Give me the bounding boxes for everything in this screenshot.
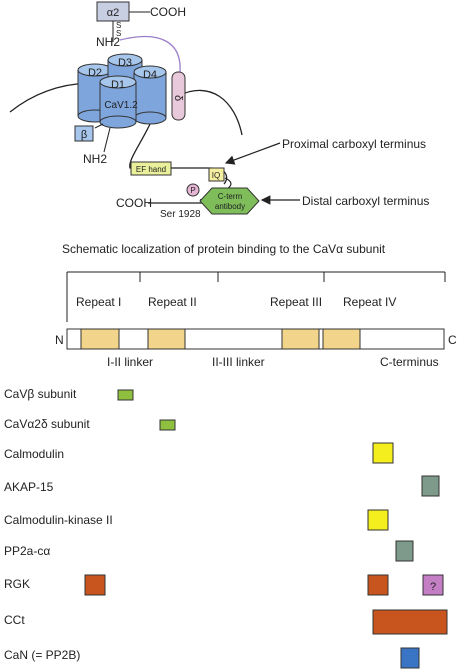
nh2-bottom-label: NH2 xyxy=(83,152,107,166)
binding-mark-2a xyxy=(372,442,394,464)
cooh-top-label: COOH xyxy=(150,5,186,19)
ef-hand-label: EF hand xyxy=(136,165,166,174)
binding-mark-1a xyxy=(159,419,176,431)
phospho-label: P xyxy=(190,186,195,195)
phospho-site xyxy=(186,183,200,197)
linker-2: II-III linker xyxy=(212,355,265,369)
cterm-antibody-line1: C-term xyxy=(218,192,243,201)
delta-subunit xyxy=(171,71,186,121)
proximal-arrow xyxy=(224,142,281,165)
d4-label: D4 xyxy=(143,69,157,81)
binding-label-8: CaN (= PP2B) xyxy=(4,648,80,662)
ef-hand-box xyxy=(130,161,172,176)
binding-label-4: Calmodulin-kinase II xyxy=(4,513,113,527)
schematic-title: Schematic localization of protein bindin… xyxy=(62,242,386,256)
alpha2-label: α2 xyxy=(107,7,119,19)
rgk-unknown-marker: ? xyxy=(430,581,436,593)
linker-1: I-II linker xyxy=(107,355,153,369)
domain-d1 xyxy=(99,75,137,129)
binding-mark-6c xyxy=(422,574,444,596)
channel-cartoon: α2 COOH S S NH2 δ D2 D3 D4 xyxy=(9,1,429,220)
binding-mark-7a xyxy=(372,609,448,635)
cooh-bottom-label: COOH xyxy=(116,196,152,210)
cav-label: CaV1.2 xyxy=(104,100,138,111)
protein-bar xyxy=(66,328,445,350)
repeat-2: Repeat II xyxy=(148,295,197,309)
repeat-1: Repeat I xyxy=(76,295,121,309)
binding-label-0: CaVβ subunit xyxy=(4,387,77,401)
ser-label: Ser 1928 xyxy=(160,209,201,220)
cterm-antibody-line2: antibody xyxy=(215,202,245,211)
repeat-block-2 xyxy=(147,328,186,350)
binding-mark-3a xyxy=(421,475,440,497)
cterm-antibody xyxy=(199,187,260,215)
iq-box xyxy=(208,167,225,182)
beta-subunit xyxy=(74,125,94,142)
repeat-block-4 xyxy=(322,328,361,350)
repeat-4: Repeat IV xyxy=(343,295,396,309)
domain-d4 xyxy=(133,65,167,125)
binding-mark-6a xyxy=(84,574,106,596)
binding-label-7: CCt xyxy=(4,613,25,627)
binding-label-5: PP2a-cα xyxy=(4,544,50,558)
binding-mark-0a xyxy=(117,389,134,401)
binding-label-1: CaVα2δ subunit xyxy=(4,417,90,431)
repeat-block-1 xyxy=(80,328,120,350)
delta-tether xyxy=(119,35,181,73)
d1-label: D1 xyxy=(111,79,125,91)
binding-mark-4a xyxy=(367,509,389,531)
disulfide-s2: S xyxy=(116,29,121,38)
delta-label: δ xyxy=(172,95,184,101)
d3-label: D3 xyxy=(118,57,132,69)
binding-mark-6b xyxy=(367,574,389,596)
binding-label-6: RGK xyxy=(4,577,30,591)
repeat-block-3 xyxy=(281,328,320,350)
iq-label: IQ xyxy=(212,171,220,180)
c-terminus-label: C xyxy=(448,333,457,347)
nh2-top-label: NH2 xyxy=(96,35,120,49)
proximal-label: Proximal carboxyl terminus xyxy=(282,137,426,151)
binding-rows: CaVβ subunit CaVα2δ subunit Calmodulin A… xyxy=(4,387,448,669)
disulfide-s1: S xyxy=(116,21,121,30)
repeat-3: Repeat III xyxy=(270,295,322,309)
linker-3: C-terminus xyxy=(380,355,439,369)
distal-label: Distal carboxyl terminus xyxy=(302,194,429,208)
binding-mark-8a xyxy=(400,647,420,669)
d2-label: D2 xyxy=(88,67,102,79)
beta-label: β xyxy=(81,129,87,141)
binding-label-2: Calmodulin xyxy=(4,447,64,461)
binding-label-3: AKAP-15 xyxy=(4,480,54,494)
schematic: Schematic localization of protein bindin… xyxy=(55,242,457,369)
n-terminus-label: N xyxy=(55,333,64,347)
binding-mark-5a xyxy=(395,540,414,562)
